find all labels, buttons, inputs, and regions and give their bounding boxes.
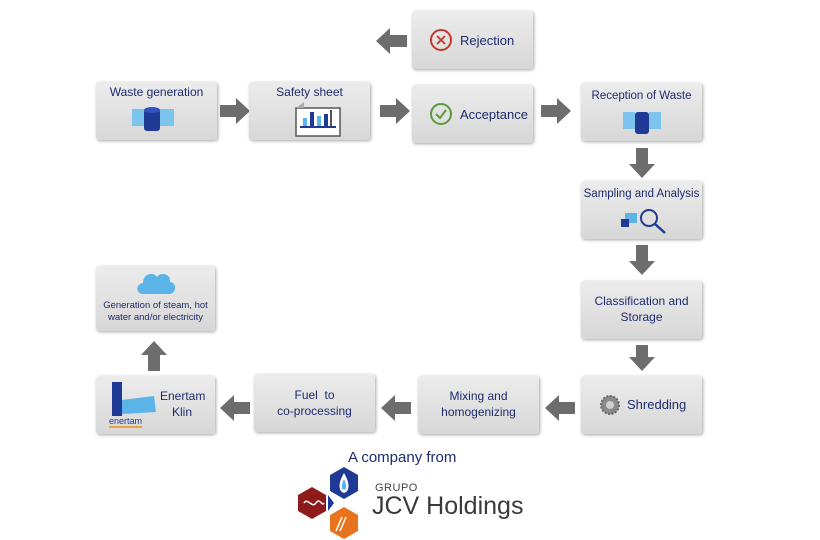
generation-label-line1: Generation of steam, hot <box>103 300 208 311</box>
arrow-fuel-to-kiln <box>220 395 250 421</box>
shredder-gear-icon <box>600 395 620 415</box>
arrow-shredding-to-mixing <box>545 395 575 421</box>
waste-generation-label: Waste generation <box>109 85 204 99</box>
reject-icon <box>430 29 452 51</box>
barrels-icon <box>132 107 174 131</box>
arrow-mixing-to-fuel <box>381 395 411 421</box>
fuel-box: Fuel to co-processing <box>254 374 375 432</box>
safety-sheet-icon <box>295 102 341 137</box>
rejection-box: Rejection <box>412 11 533 69</box>
shredding-label: Shredding <box>627 397 687 412</box>
classification-box: Classification and Storage <box>581 281 702 339</box>
reception-barrels-icon <box>623 112 661 134</box>
arrow-acceptance-to-reception <box>541 98 571 124</box>
kiln-label-line2: Klin <box>172 405 193 419</box>
classification-label-line2: Storage <box>620 310 663 324</box>
kiln-label-line1: Enertam <box>160 389 206 403</box>
generation-label-line2: water and/or electricity <box>107 312 204 323</box>
rejection-label: Rejection <box>460 33 515 48</box>
safety-sheet-box: Safety sheet <box>249 82 370 140</box>
fuel-label-line1: Fuel to <box>294 388 335 402</box>
fuel-label-line2: co-processing <box>277 404 352 418</box>
mixing-label-line1: Mixing and <box>449 389 508 403</box>
jcv-holdings-logo-icon <box>298 467 358 539</box>
sampling-label: Sampling and Analysis <box>583 188 700 200</box>
cloud-icon <box>137 273 176 294</box>
mixing-box: Mixing and homogenizing <box>418 376 539 434</box>
generation-box: Generation of steam, hot water and/or el… <box>96 266 215 331</box>
magnifier-icon <box>621 209 666 234</box>
arrow-safety-to-acceptance <box>380 98 410 124</box>
classification-label-line1: Classification and <box>594 294 689 308</box>
kiln-box: Enertam Klin enertam <box>96 376 215 434</box>
company-tagline: A company from <box>348 449 457 466</box>
safety-sheet-label: Safety sheet <box>276 85 343 99</box>
arrow-to-rejection <box>376 28 407 54</box>
company-name: JCV Holdings <box>372 492 524 520</box>
enertam-brand-logo: enertam <box>109 416 143 428</box>
sampling-box: Sampling and Analysis <box>581 181 702 239</box>
reception-label: Reception of Waste <box>591 90 692 102</box>
arrow-sampling-to-classification <box>629 245 655 275</box>
arrow-kiln-to-generation <box>141 341 167 371</box>
reception-box: Reception of Waste <box>581 83 702 141</box>
waste-generation-box: Waste generation <box>96 82 217 140</box>
shredding-box: Shredding <box>581 376 702 434</box>
acceptance-label: Acceptance <box>460 107 528 122</box>
grupo-label: GRUPO <box>375 482 418 494</box>
mixing-label-line2: homogenizing <box>441 405 516 419</box>
accept-icon <box>430 103 452 125</box>
arrow-reception-to-sampling <box>629 148 655 178</box>
acceptance-box: Acceptance <box>412 85 533 143</box>
arrow-waste-to-safety <box>220 98 250 124</box>
kiln-icon <box>112 382 156 416</box>
arrow-classification-to-shredding <box>629 345 655 371</box>
